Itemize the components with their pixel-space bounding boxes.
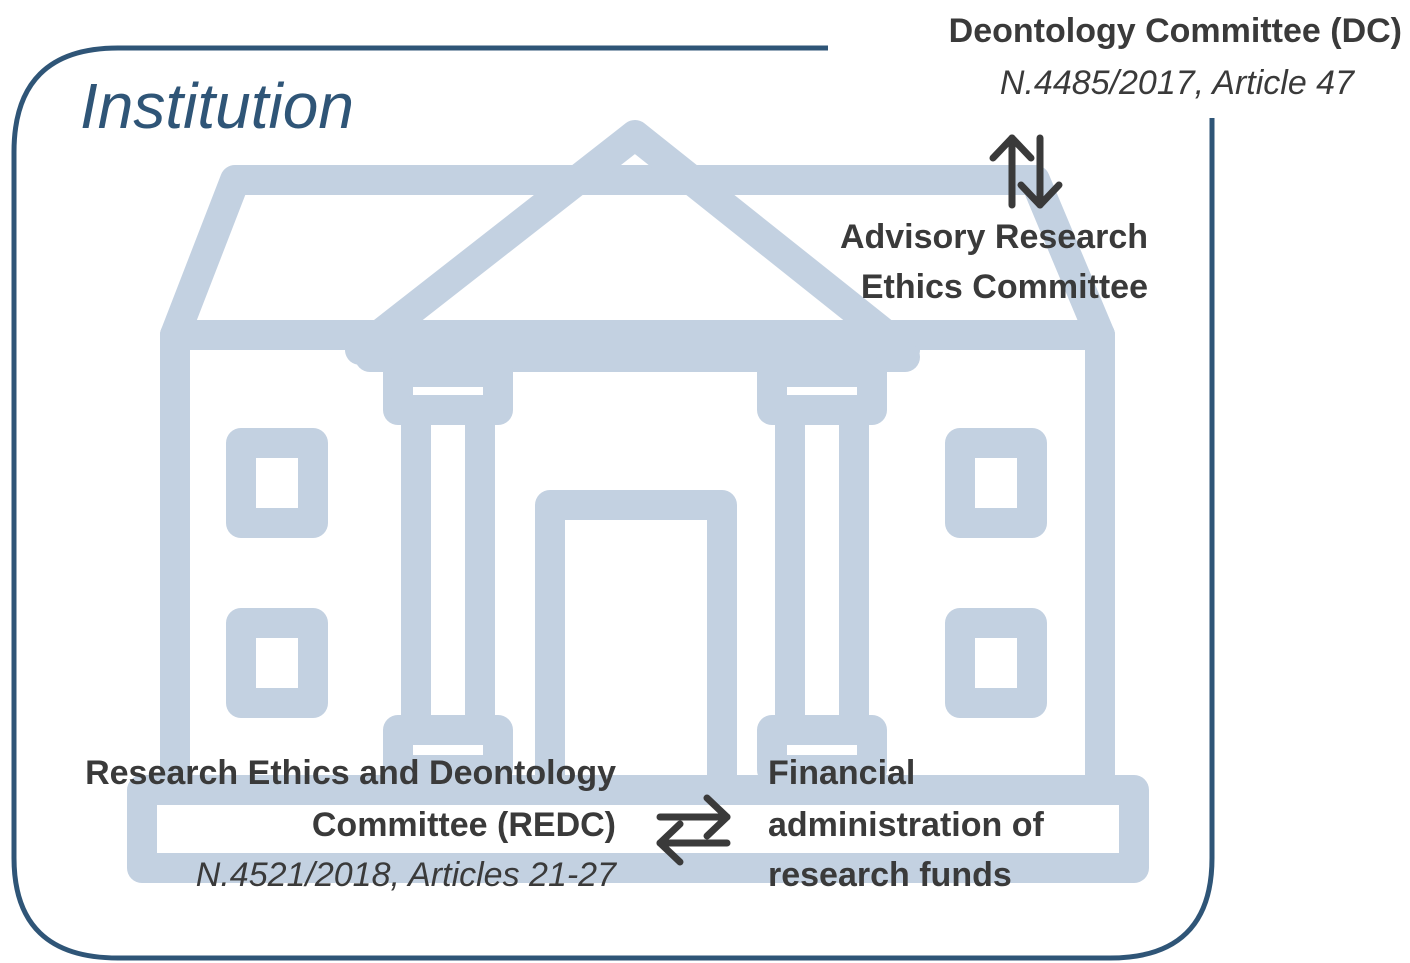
- finance-line2: administration of: [768, 806, 1044, 844]
- left-right-arrows-icon: [656, 794, 731, 866]
- institution-frame: [11, 45, 1215, 961]
- finance-line3: research funds: [768, 856, 1012, 894]
- dc-title: Deontology Committee (DC): [948, 12, 1402, 50]
- dc-law: N.4485/2017, Article 47: [999, 64, 1354, 102]
- institution-label: Institution: [80, 70, 354, 142]
- up-down-arrows-icon: [989, 134, 1063, 209]
- redc-line1: Research Ethics and Deontology: [85, 754, 616, 792]
- arec-line1: Advisory Research: [839, 218, 1148, 256]
- building-icon: [127, 120, 1149, 883]
- finance-line1: Financial: [768, 754, 916, 792]
- arec-line2: Ethics Committee: [860, 268, 1148, 306]
- redc-law: N.4521/2018, Articles 21-27: [195, 856, 616, 894]
- redc-line2: Committee (REDC): [311, 806, 616, 844]
